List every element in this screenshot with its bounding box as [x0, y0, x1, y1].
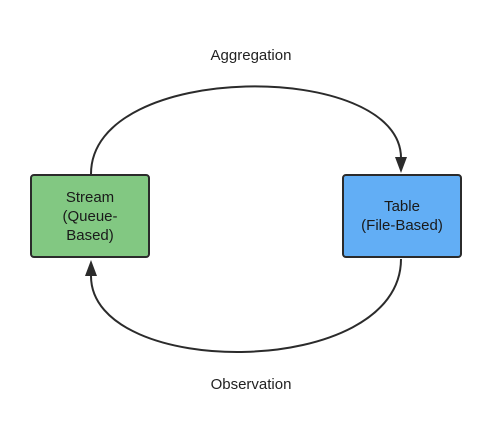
stream-node: Stream (Queue- Based)	[30, 174, 150, 258]
observation-arrow-path	[90, 258, 402, 353]
stream-node-line-1: Stream	[65, 188, 115, 206]
observation-arrowhead	[85, 260, 97, 276]
stream-node-line-3: Based)	[66, 226, 114, 244]
observation-label: Observation	[210, 376, 292, 393]
table-node: Table (File-Based)	[342, 174, 462, 258]
stream-node-line-2: (Queue-	[62, 207, 118, 225]
table-node-line-2: (File-Based)	[361, 217, 443, 234]
aggregation-arrowhead	[395, 157, 407, 173]
aggregation-arrow-path	[90, 85, 402, 175]
table-node-line-1: Table	[384, 198, 420, 215]
aggregation-label: Aggregation	[210, 47, 292, 64]
